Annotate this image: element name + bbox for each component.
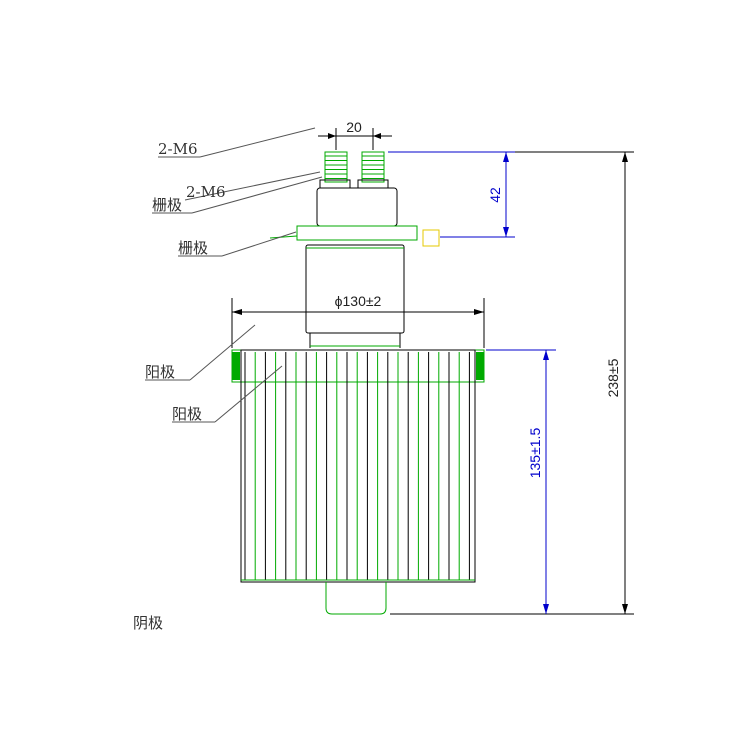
dim-diameter: ϕ130±2 xyxy=(231,293,485,348)
dim-anode-height: 135±1.5 xyxy=(486,349,556,614)
label-grid-1-text: 栅极 xyxy=(152,196,182,214)
dim-total-height: 238±5 xyxy=(390,151,634,615)
label-anode-1: 阳极 xyxy=(145,324,256,381)
dim-top-height: 42 xyxy=(388,151,515,238)
dim-anode-height-text: 135±1.5 xyxy=(527,428,543,479)
label-anode-2: 阳极 xyxy=(172,365,283,423)
label-cathode: 阴极 xyxy=(133,614,163,632)
upper-body xyxy=(316,187,398,227)
label-terminal-2-text: 2-M6 xyxy=(186,183,226,201)
top-terminals xyxy=(319,151,389,189)
dim-diameter-text: ϕ130±2 xyxy=(335,293,382,309)
cathode-terminal xyxy=(325,582,387,615)
label-terminal-1: 2-M6 xyxy=(158,127,316,158)
middle-cylinder xyxy=(305,244,405,348)
label-terminal-1-text: 2-M6 xyxy=(158,140,198,158)
dim-terminal-spacing: 20 xyxy=(318,119,392,150)
anode-radiator xyxy=(231,349,485,583)
dim-terminal-spacing-text: 20 xyxy=(346,119,362,135)
dim-top-height-text: 42 xyxy=(487,187,503,203)
label-terminal-2: 2-M6 xyxy=(184,171,321,201)
label-anode-1-text: 阳极 xyxy=(145,363,175,381)
label-grid-2: 栅极 xyxy=(178,231,297,257)
flange-marker xyxy=(422,229,440,247)
dim-total-height-text: 238±5 xyxy=(605,358,621,397)
label-grid-1: 栅极 xyxy=(152,176,323,214)
grid-flange xyxy=(269,225,440,247)
label-anode-2-text: 阳极 xyxy=(172,405,202,423)
label-grid-2-text: 栅极 xyxy=(178,239,208,257)
